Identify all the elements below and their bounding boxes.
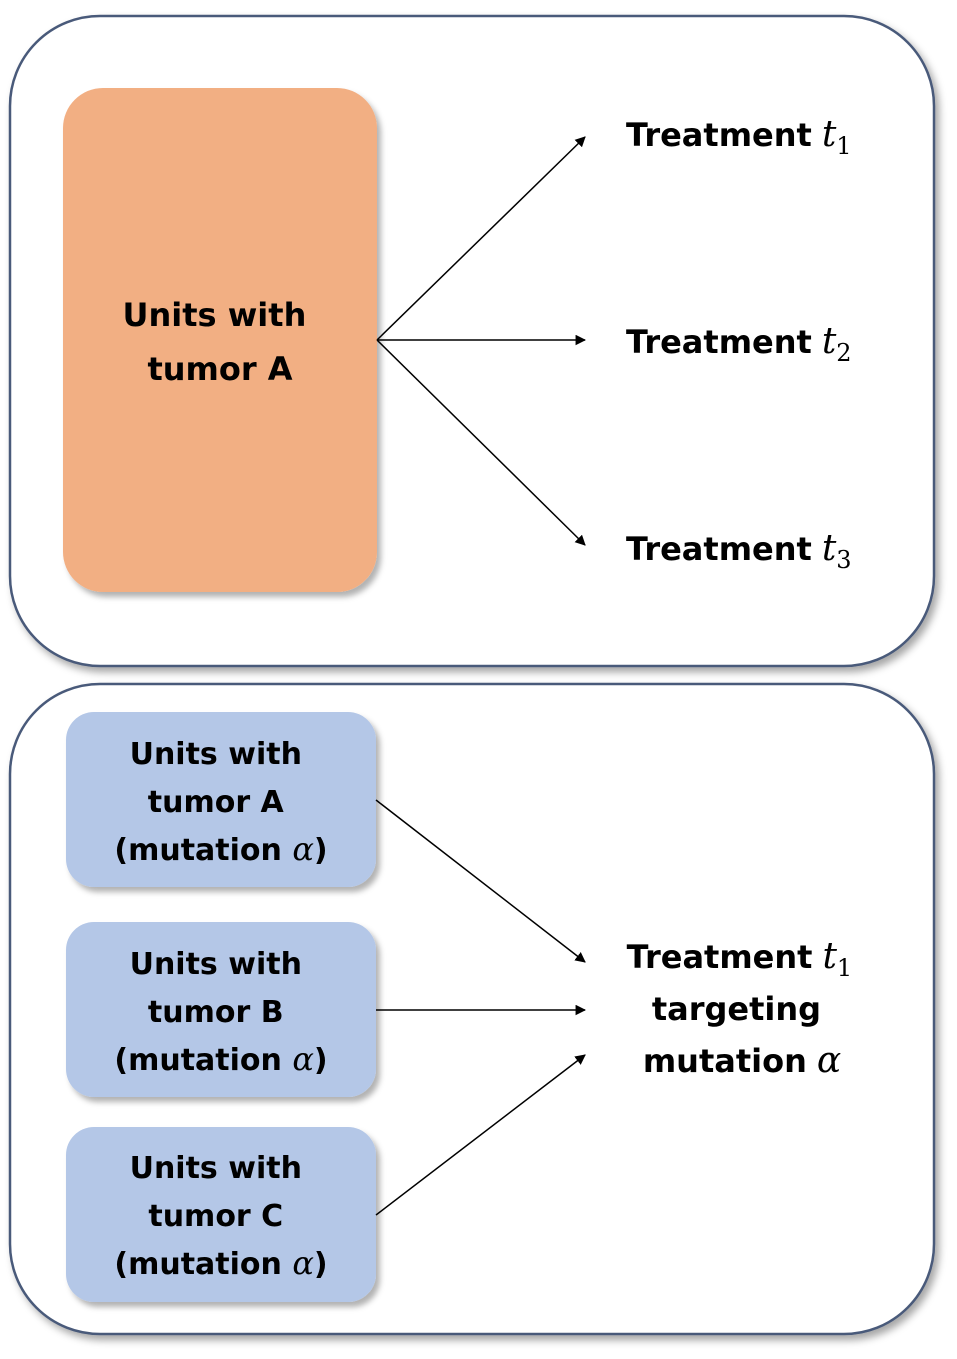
tumor-a-label-line1: Units with <box>123 296 307 334</box>
tumor-a-mutation-box <box>66 712 376 887</box>
tumor-c-mutation-label: Units with tumor C (mutation α) <box>114 1151 327 1282</box>
tumor-c-mutation-box <box>66 1127 376 1302</box>
tumor-b-mutation-label: Units with tumor B (mutation α) <box>114 947 327 1078</box>
tumor-a-label: Units with tumor A <box>123 296 318 388</box>
arrow-to-t1 <box>376 136 586 341</box>
arrow-c-to-t1 <box>375 1054 586 1216</box>
tumor-a-label-line2: tumor A <box>147 350 292 388</box>
arrow-a-to-t1 <box>375 799 586 963</box>
tumor-a-box <box>63 88 377 592</box>
tumor-b-mutation-box <box>66 922 376 1097</box>
bottom-panel: Units with tumor A (mutation α) Units wi… <box>8 682 936 1336</box>
arrow-to-t3 <box>376 339 586 546</box>
tumor-a-mutation-label: Units with tumor A (mutation α) <box>114 737 327 868</box>
